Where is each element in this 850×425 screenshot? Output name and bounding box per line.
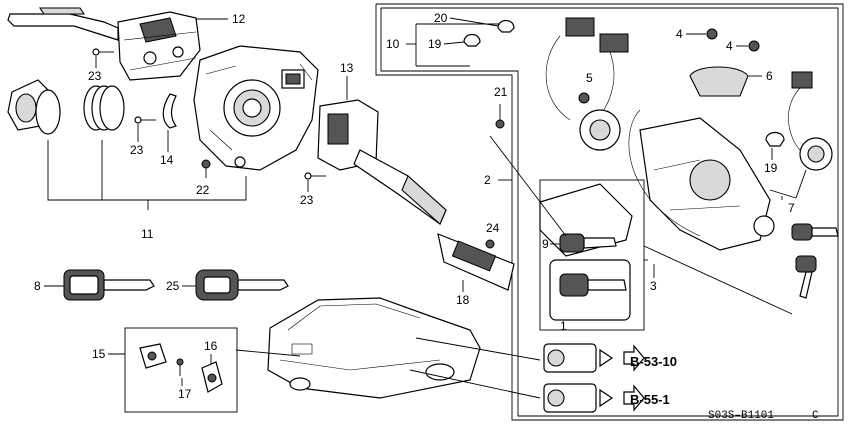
callout-12: 12 bbox=[232, 12, 246, 26]
key-9 bbox=[559, 233, 617, 253]
screw-17 bbox=[176, 358, 184, 376]
callout-2: 2 bbox=[484, 173, 491, 187]
key-25 bbox=[195, 269, 289, 301]
cable-reel-body bbox=[193, 45, 319, 171]
connector-7 bbox=[788, 71, 833, 171]
wiper-switch-13 bbox=[317, 99, 447, 225]
callout-19: 19 bbox=[764, 161, 778, 175]
ignition-switch-5 bbox=[578, 92, 621, 151]
screw-21 bbox=[495, 104, 505, 129]
callout-9: 9 bbox=[542, 237, 549, 251]
screw-24 bbox=[485, 239, 495, 249]
fuel-cylinder bbox=[543, 383, 614, 413]
callout-13: 13 bbox=[340, 61, 354, 75]
clamp-6 bbox=[689, 66, 749, 97]
callout-14: 14 bbox=[160, 153, 174, 167]
callout-7: 7 bbox=[788, 201, 795, 215]
callout-17: 17 bbox=[178, 387, 192, 401]
callout-4: 4 bbox=[726, 39, 733, 53]
callout-10: 10 bbox=[386, 37, 400, 51]
leader-lines-11 bbox=[47, 140, 247, 210]
callout-3: 3 bbox=[650, 279, 657, 293]
vehicle-silhouette bbox=[267, 297, 481, 399]
key-tag-1 bbox=[549, 259, 631, 321]
callout-18: 18 bbox=[456, 293, 470, 307]
frame-lines bbox=[124, 3, 844, 421]
callout-21: 21 bbox=[494, 85, 508, 99]
door-cylinder-15 bbox=[139, 343, 167, 369]
callout-5: 5 bbox=[586, 71, 593, 85]
key-8 bbox=[63, 269, 155, 301]
connector-cluster bbox=[545, 17, 629, 125]
callout-16: 16 bbox=[204, 339, 218, 353]
reference-label-b53-10: B-53-10 bbox=[630, 354, 677, 369]
callout-1: 1 bbox=[560, 319, 567, 333]
diagram-code-suffix: C bbox=[812, 410, 819, 422]
screw-22 bbox=[201, 159, 211, 178]
callout-25: 25 bbox=[166, 279, 180, 293]
reference-b55: B-55-1 bbox=[623, 384, 670, 412]
reference-label-b55-1: B-55-1 bbox=[630, 392, 670, 407]
callout-11: 11 bbox=[141, 227, 154, 241]
screw-23-mid bbox=[134, 116, 156, 124]
panel-18 bbox=[437, 233, 515, 291]
callout-4: 4 bbox=[676, 27, 683, 41]
callout-20: 20 bbox=[434, 11, 448, 25]
screw-23-right bbox=[304, 172, 326, 180]
trunk-cylinder bbox=[543, 343, 614, 373]
cancel-sleeve bbox=[7, 79, 61, 135]
callout-19: 19 bbox=[428, 37, 442, 51]
car-leader-lines bbox=[235, 337, 541, 399]
clip-19-right bbox=[765, 131, 785, 147]
callout-23: 23 bbox=[300, 193, 314, 207]
callout-24: 24 bbox=[486, 221, 500, 235]
harness-clips-20-19 bbox=[406, 19, 515, 67]
spring-coil bbox=[83, 85, 125, 131]
clip-14 bbox=[162, 93, 177, 129]
callout-23: 23 bbox=[88, 69, 102, 83]
callout-22: 22 bbox=[196, 183, 210, 197]
callout-15: 15 bbox=[92, 347, 106, 361]
keyset-leader-lines bbox=[489, 135, 793, 315]
callout-6: 6 bbox=[766, 69, 773, 83]
reference-b53: B-53-10 bbox=[623, 344, 677, 372]
callout-8: 8 bbox=[34, 279, 41, 293]
callout-labels: 12 23 13 23 14 22 23 11 8 25 15 16 17 20… bbox=[34, 11, 807, 401]
keys-pair bbox=[791, 223, 839, 299]
bolts-4 bbox=[706, 28, 760, 52]
screw-23-top bbox=[92, 48, 114, 56]
callout-23: 23 bbox=[130, 143, 144, 157]
steering-lock-body-7 bbox=[628, 109, 775, 251]
diagram-code: S03S–B1101 bbox=[708, 410, 774, 422]
combination-switch-lever bbox=[7, 7, 201, 81]
cylinder-16 bbox=[201, 361, 223, 393]
